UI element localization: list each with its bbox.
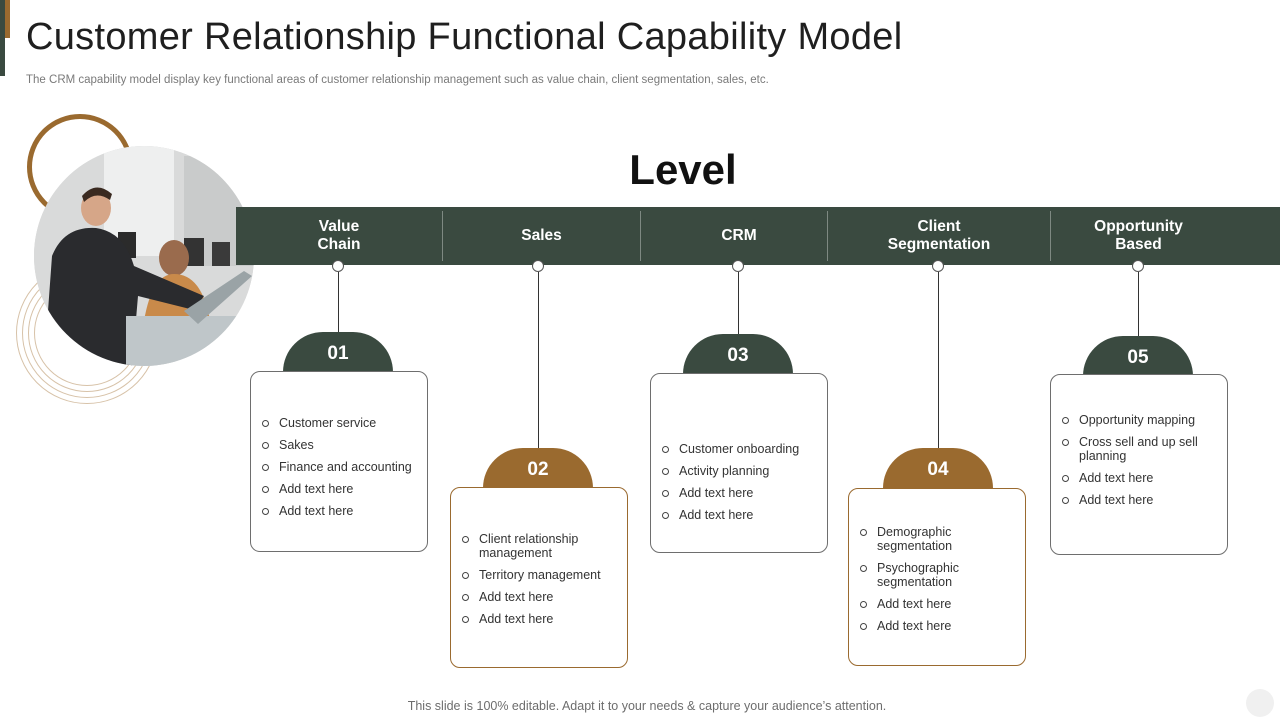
accent-bar (0, 0, 5, 76)
list-item: Customer service (261, 416, 419, 430)
list-item: Add text here (261, 482, 419, 496)
list-item: Add text here (461, 590, 619, 604)
step-list: Opportunity mapping Cross sell and up se… (1061, 413, 1219, 507)
level-divider (640, 211, 641, 261)
step-card-01: Customer service Sakes Finance and accou… (250, 371, 428, 552)
level-label-text: CRM (721, 227, 757, 244)
connector-node (532, 260, 544, 272)
step-badge-01: 01 (283, 332, 393, 372)
list-item: Territory management (461, 568, 619, 582)
step-badge-04: 04 (883, 448, 993, 488)
step-card-03: Customer onboarding Activity planning Ad… (650, 373, 828, 553)
list-item: Finance and accounting (261, 460, 419, 474)
step-list: Customer service Sakes Finance and accou… (261, 416, 419, 518)
step-list: Client relationship management Territory… (461, 532, 619, 626)
slide-subtitle: The CRM capability model display key fun… (26, 74, 769, 86)
level-label-text: Sales (521, 227, 562, 244)
list-item: Add text here (661, 508, 819, 522)
list-item: Sakes (261, 438, 419, 452)
footer-note: This slide is 100% editable. Adapt it to… (407, 699, 887, 713)
connector-line (338, 272, 339, 334)
accent-bar-gold (5, 0, 10, 38)
connector-node (732, 260, 744, 272)
slide-title: Customer Relationship Functional Capabil… (26, 16, 903, 58)
connector-line (538, 272, 539, 450)
list-item: Add text here (661, 486, 819, 500)
list-item: Activity planning (661, 464, 819, 478)
list-item: Add text here (859, 597, 1017, 611)
step-card-05: Opportunity mapping Cross sell and up se… (1050, 374, 1228, 555)
list-item: Demographic segmentation (859, 525, 1017, 553)
level-label-crm: CRM (641, 207, 837, 265)
list-item: Psychographic segmentation (859, 561, 1017, 589)
connector-line (938, 272, 939, 450)
step-list: Demographic segmentation Psychographic s… (859, 525, 1017, 633)
list-item: Add text here (1061, 471, 1219, 485)
level-divider (827, 211, 828, 261)
connector-line (738, 272, 739, 336)
list-item: Client relationship management (461, 532, 619, 560)
level-divider (1050, 211, 1051, 261)
step-badge-03: 03 (683, 334, 793, 374)
list-item: Add text here (261, 504, 419, 518)
step-badge-02: 02 (483, 448, 593, 488)
connector-line (1138, 272, 1139, 338)
list-item: Add text here (461, 612, 619, 626)
connector-node (332, 260, 344, 272)
connector-node (932, 260, 944, 272)
list-item: Add text here (1061, 493, 1219, 507)
connector-node (1132, 260, 1144, 272)
list-item: Opportunity mapping (1061, 413, 1219, 427)
step-list: Customer onboarding Activity planning Ad… (661, 442, 819, 522)
level-label-sales: Sales (443, 207, 640, 265)
list-item: Customer onboarding (661, 442, 819, 456)
step-card-02: Client relationship management Territory… (450, 487, 628, 668)
list-item: Add text here (859, 619, 1017, 633)
step-card-04: Demographic segmentation Psychographic s… (848, 488, 1026, 666)
level-header-bar (236, 207, 1280, 265)
business-meeting-photo (34, 146, 254, 366)
list-item: Cross sell and up sell planning (1061, 435, 1219, 463)
corner-decoration (1246, 689, 1274, 717)
level-title: Level (629, 146, 737, 193)
level-divider (442, 211, 443, 261)
step-badge-05: 05 (1083, 336, 1193, 376)
